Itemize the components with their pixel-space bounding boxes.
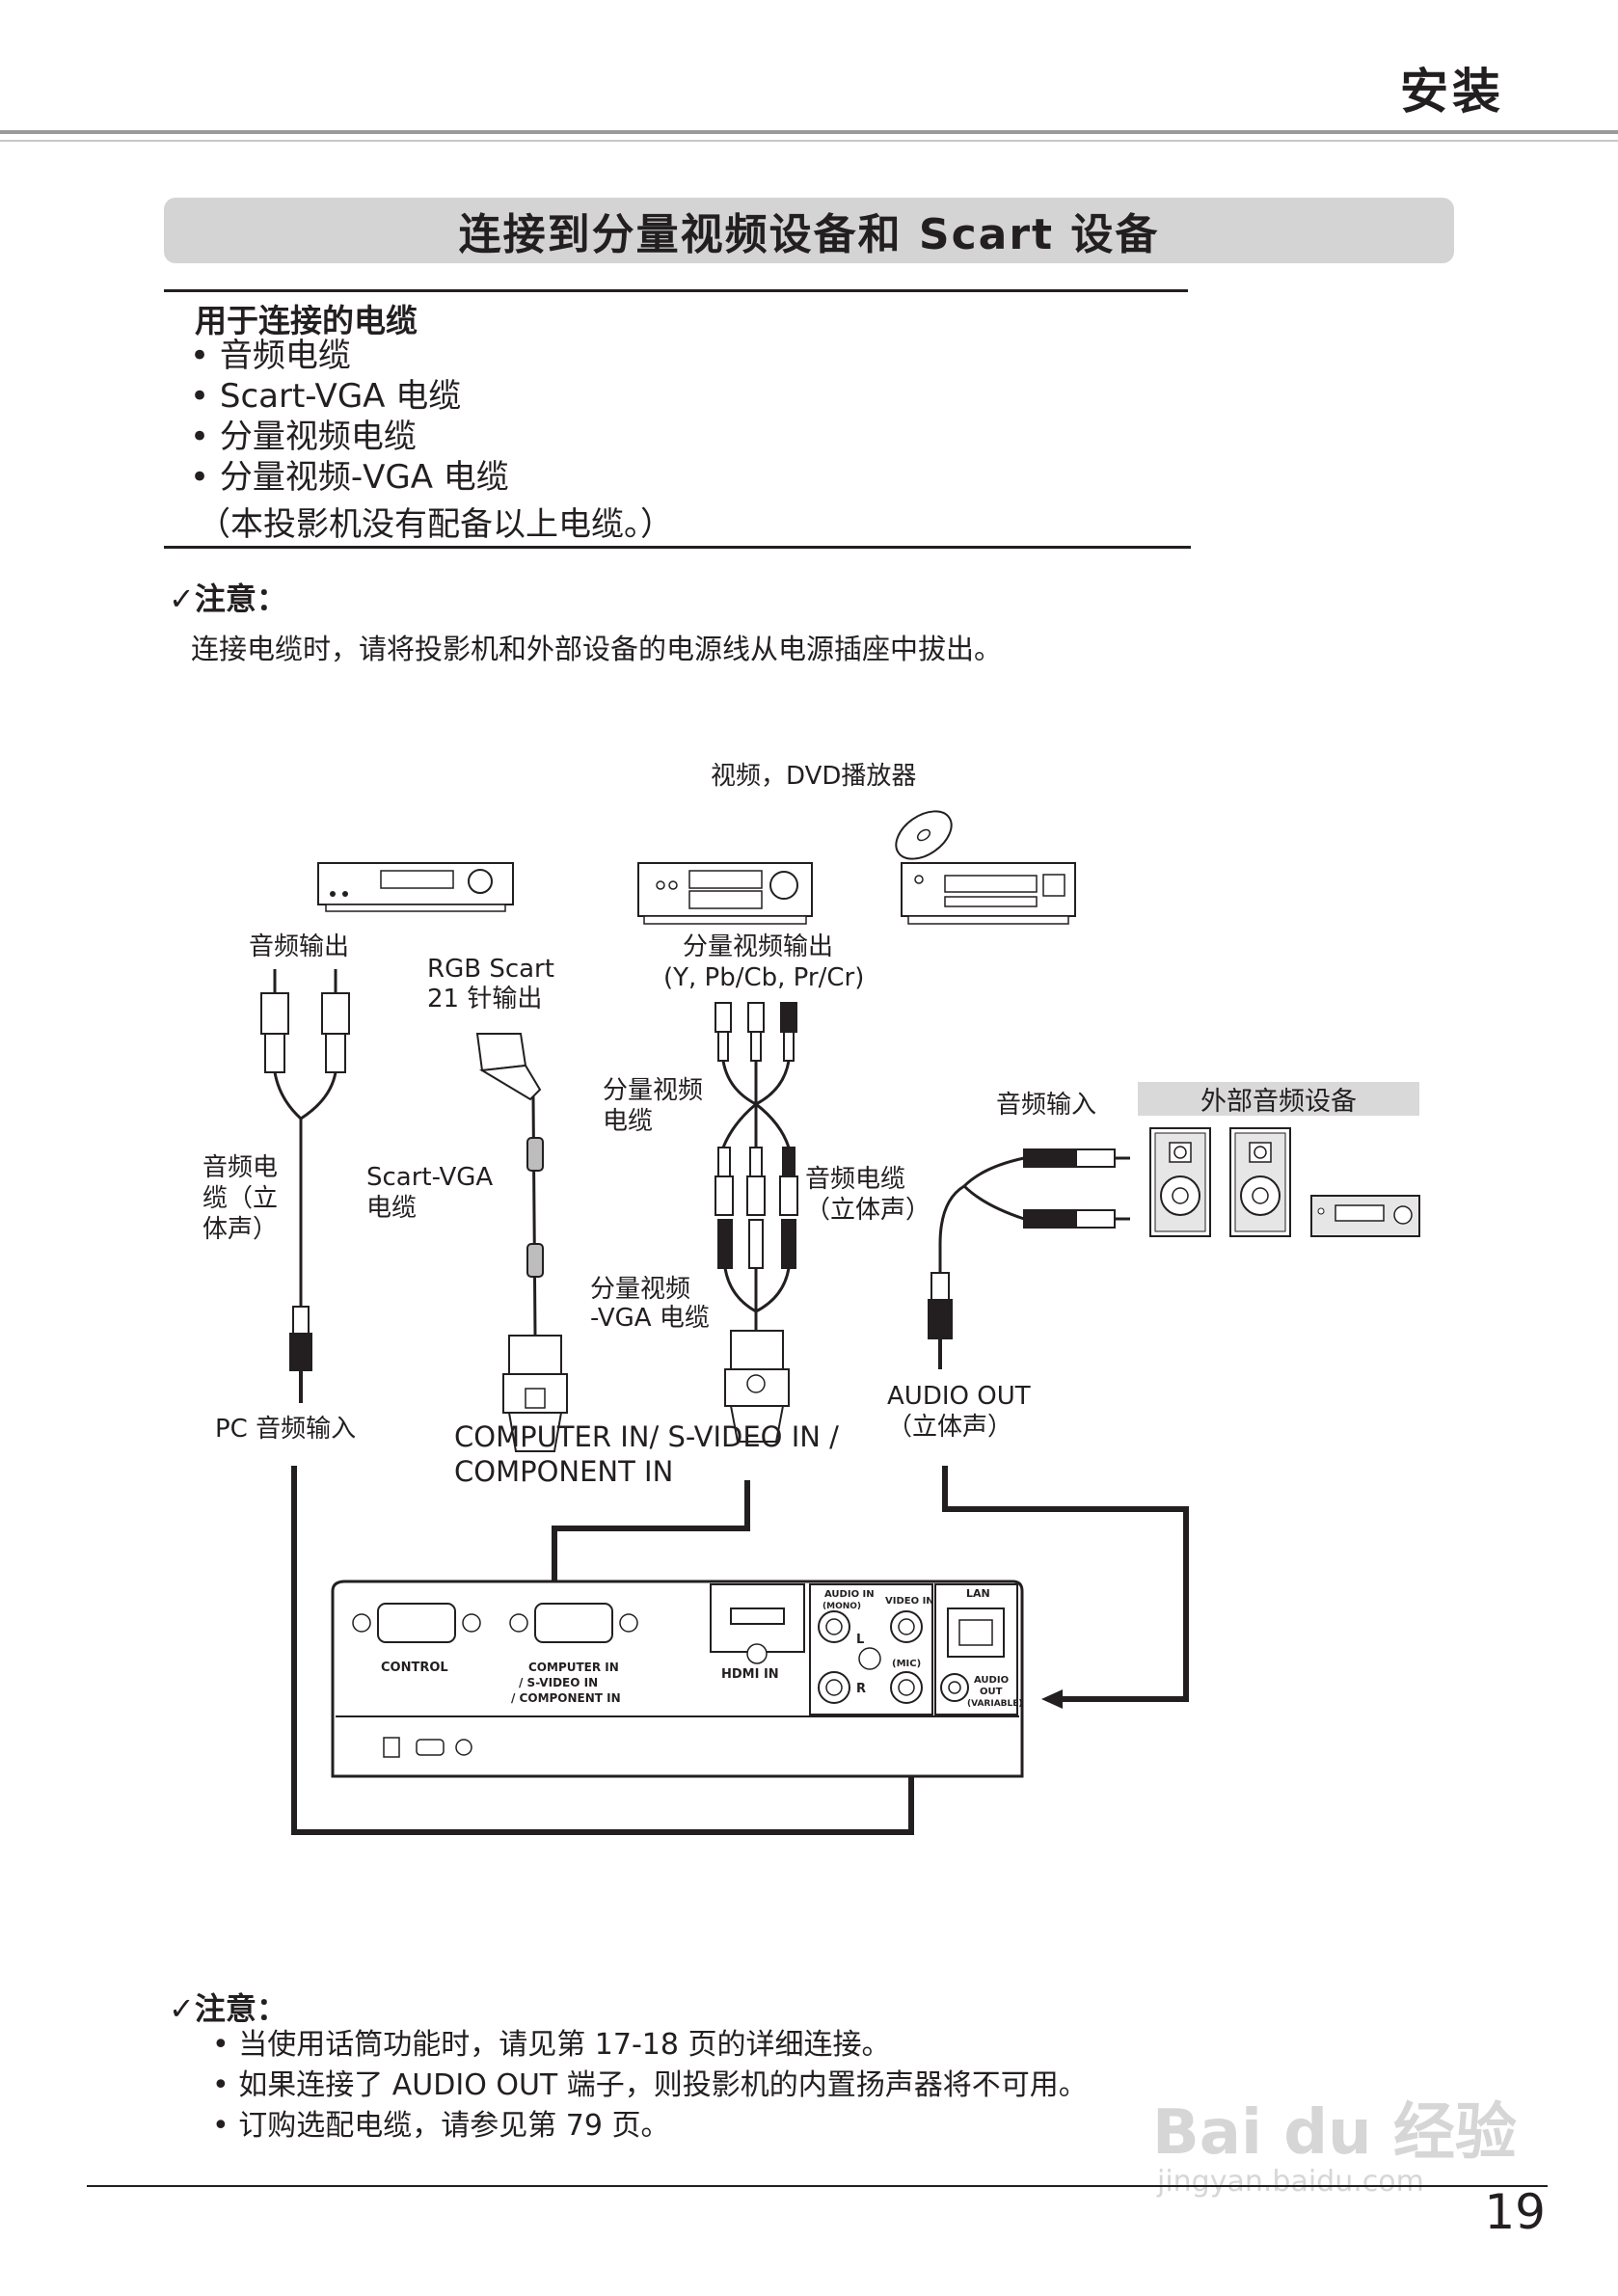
audio-out-cable — [928, 1148, 1130, 1369]
projector-terminal-panel — [331, 1580, 1024, 1778]
caution-heading: ✓注意： — [169, 581, 287, 617]
list-item: • 分量视频电缆 — [190, 418, 417, 456]
panel-label-variable: (VARIABLE) — [967, 1699, 1023, 1709]
connection-lines — [291, 1466, 1189, 1835]
panel-label-control: CONTROL — [381, 1661, 448, 1675]
dvd-recorder-icon — [901, 862, 1076, 925]
panel-label-r: R — [856, 1682, 866, 1696]
cables-bottom-rule — [164, 546, 1191, 549]
label-audio-cable-stereo-3: 体声） — [202, 1215, 279, 1244]
amplifier-icon — [1310, 1195, 1420, 1237]
label-audio-out-stereo: AUDIO OUT — [887, 1382, 1031, 1411]
header-rule — [0, 130, 1618, 134]
panel-label-hdmi: HDMI IN — [721, 1667, 779, 1682]
label-component-signals: (Y, Pb/Cb, Pr/Cr) — [663, 963, 865, 992]
list-item: • 如果连接了 AUDIO OUT 端子，则投影机的内置扬声器将不可用。 — [212, 2068, 1088, 2102]
panel-label-component: / COMPONENT IN — [511, 1691, 621, 1705]
panel-labels: CONTROL COMPUTER IN / S-VIDEO IN / COMPO… — [381, 1587, 1023, 1709]
cables-note: （本投影机没有配备以上电缆。） — [198, 505, 673, 544]
list-item: • 订购选配电缆，请参见第 79 页。 — [212, 2109, 670, 2143]
label-audio-in: 音频输入 — [996, 1091, 1097, 1120]
label-computer-in: COMPUTER IN/ S-VIDEO IN / — [454, 1420, 839, 1453]
panel-label-audio-out: AUDIO — [974, 1675, 1009, 1686]
label-external-audio: 外部音频设备 — [1138, 1082, 1419, 1117]
disc-icon — [895, 810, 953, 860]
label-component-cable-2: 电缆 — [603, 1107, 654, 1136]
panel-label-l: L — [856, 1633, 864, 1647]
panel-label-mic: (MIC) — [892, 1659, 921, 1669]
page-number: 19 — [1484, 2184, 1546, 2240]
caution-text: 连接电缆时，请将投影机和外部设备的电源线从电源插座中拔出。 — [191, 633, 1003, 665]
label-audio-cable-stereo-2: 缆（立 — [202, 1184, 279, 1213]
label-audio-out: 音频输出 — [249, 932, 350, 961]
label-audio-out-stereo-2: （立体声） — [887, 1413, 1013, 1442]
label-rgb-scart: RGB Scart — [427, 955, 554, 984]
scart-vga-cable — [475, 1033, 568, 1452]
cable-list: • 音频电缆 • Scart-VGA 电缆 • 分量视频电缆 • 分量视频-VG… — [190, 336, 509, 498]
audio-rca-cable — [260, 969, 350, 1403]
component-cable — [715, 1002, 798, 1443]
label-component-vga-cable-2: -VGA 电缆 — [590, 1304, 710, 1333]
label-component-out: 分量视频输出 — [683, 932, 834, 961]
label-pc-audio-in: PC 音频输入 — [215, 1415, 357, 1444]
panel-label-computer-in: COMPUTER IN — [528, 1661, 619, 1674]
label-component-in: COMPONENT IN — [454, 1455, 674, 1488]
cables-top-rule — [164, 289, 1188, 292]
label-component-vga-cable: 分量视频 — [590, 1275, 691, 1304]
label-scart-vga-cable-2: 电缆 — [366, 1194, 418, 1223]
label-video-dvd-player: 视频，DVD播放器 — [711, 762, 917, 791]
watermark-url: jingyan.baidu.com — [1157, 2165, 1424, 2199]
panel-label-audio-in: AUDIO IN — [824, 1589, 875, 1600]
panel-label-out: OUT — [980, 1687, 1003, 1697]
panel-label-s-video: / S-VIDEO IN — [519, 1676, 598, 1689]
panel-label-lan: LAN — [966, 1587, 990, 1600]
section-title: 安装 — [1400, 64, 1504, 120]
label-audio-cable-right-2: （立体声） — [805, 1196, 931, 1225]
label-audio-cable-stereo: 音频电 — [202, 1153, 279, 1182]
list-item: • 当使用话筒功能时，请见第 17-18 页的详细连接。 — [212, 2028, 891, 2062]
label-scart-vga-cable: Scart-VGA — [366, 1163, 494, 1192]
vcr-icon — [317, 862, 514, 912]
caution-heading-2: ✓注意： — [169, 1990, 287, 2027]
speaker-icon — [1149, 1127, 1211, 1237]
panel-label-video-in: VIDEO IN — [885, 1596, 934, 1607]
label-component-cable: 分量视频 — [603, 1076, 704, 1105]
list-item: • 分量视频-VGA 电缆 — [190, 458, 509, 497]
caution-list: • 当使用话筒功能时，请见第 17-18 页的详细连接。 • 如果连接了 AUD… — [212, 2025, 1088, 2147]
list-item: • Scart-VGA 电缆 — [190, 377, 462, 416]
cables-heading: 用于连接的电缆 — [195, 302, 418, 339]
panel-label-mono: (MONO) — [822, 1602, 861, 1611]
label-21-pin-out: 21 针输出 — [427, 985, 543, 1013]
list-item: • 音频电缆 — [190, 337, 351, 375]
dvd-player-icon — [637, 862, 813, 925]
label-audio-cable-right: 音频电缆 — [805, 1165, 906, 1194]
watermark-brand: Bai du 经验 — [1152, 2097, 1517, 2169]
header-rule-thin — [0, 140, 1618, 142]
page-title: 连接到分量视频设备和 Scart 设备 — [164, 198, 1454, 263]
footer-rule — [87, 2185, 1548, 2187]
speaker-icon — [1229, 1127, 1291, 1237]
